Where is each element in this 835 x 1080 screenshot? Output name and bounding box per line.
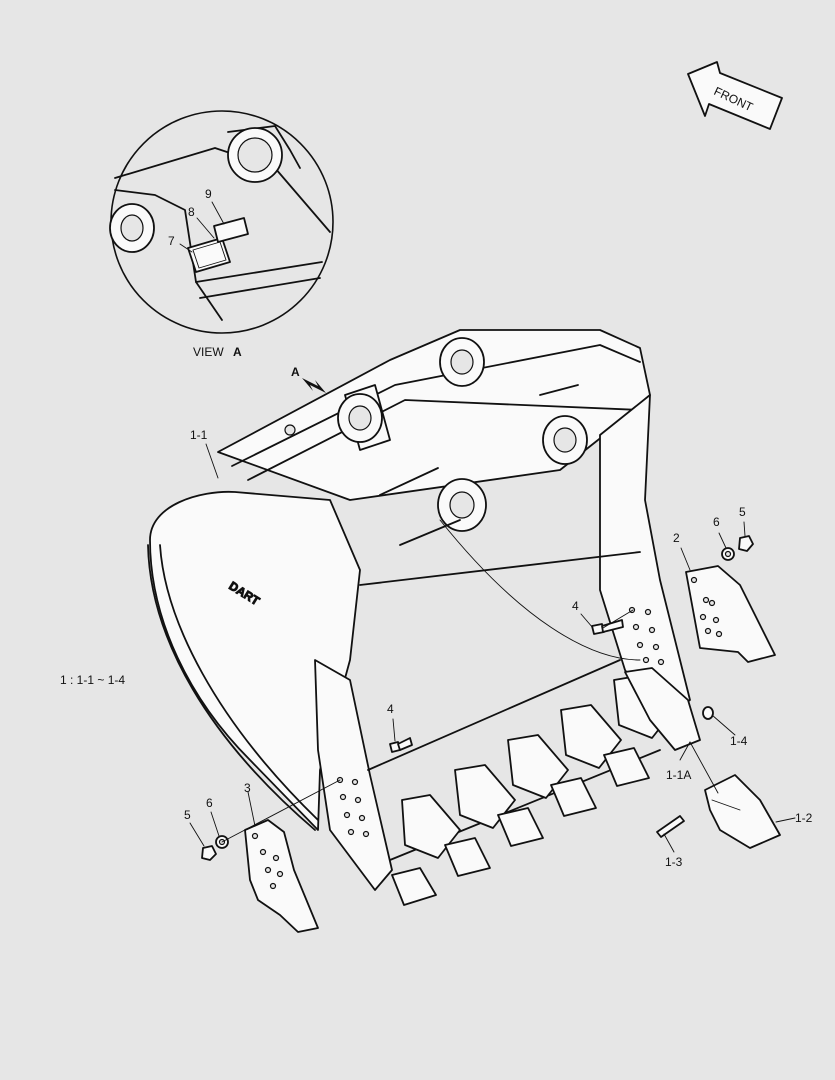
bolt-lower (389, 737, 413, 753)
view-arrow-letter: A (291, 365, 300, 379)
view-a-detail: 7 8 9 (109, 110, 334, 334)
callout-8: 8 (188, 205, 195, 219)
bucket-body: DART (147, 329, 691, 891)
left-nut-washer (201, 835, 229, 861)
callout-7: 7 (168, 234, 175, 248)
mounting-bosses (284, 337, 588, 546)
left-side-cutter (244, 819, 319, 933)
plate-7 (187, 237, 231, 273)
callout-4-lower: 4 (387, 702, 394, 716)
callout-2: 2 (673, 531, 680, 545)
front-arrow: FRONT (687, 61, 783, 130)
callout-4-upper: 4 (572, 599, 579, 613)
callout-1-2: 1-2 (795, 811, 813, 825)
right-nut-washer (721, 535, 754, 561)
callout-1-1: 1-1 (190, 428, 208, 442)
callout-1-4: 1-4 (730, 734, 748, 748)
plate-9 (213, 217, 249, 243)
callout-9: 9 (205, 187, 212, 201)
callout-1-1a: 1-1A (666, 768, 691, 782)
callout-6-right: 6 (713, 515, 720, 529)
view-label-prefix: VIEW (193, 345, 224, 359)
tooth-point-1-2 (704, 774, 781, 849)
callout-1-3: 1-3 (665, 855, 683, 869)
right-side-cutter (685, 565, 776, 663)
teeth-row (391, 667, 701, 906)
leader-lines (189, 443, 796, 853)
lock-pin-1-4 (702, 706, 714, 720)
bolt-upper (591, 619, 624, 635)
assembly-note: 1 : 1-1 ~ 1-4 (60, 673, 125, 687)
callout-6-left: 6 (206, 796, 213, 810)
view-label-letter: A (233, 345, 242, 359)
callout-3: 3 (244, 781, 251, 795)
callout-5-right: 5 (739, 505, 746, 519)
callout-5-left: 5 (184, 808, 191, 822)
pin-1-3 (656, 815, 685, 838)
view-direction-arrow: A (291, 365, 326, 393)
